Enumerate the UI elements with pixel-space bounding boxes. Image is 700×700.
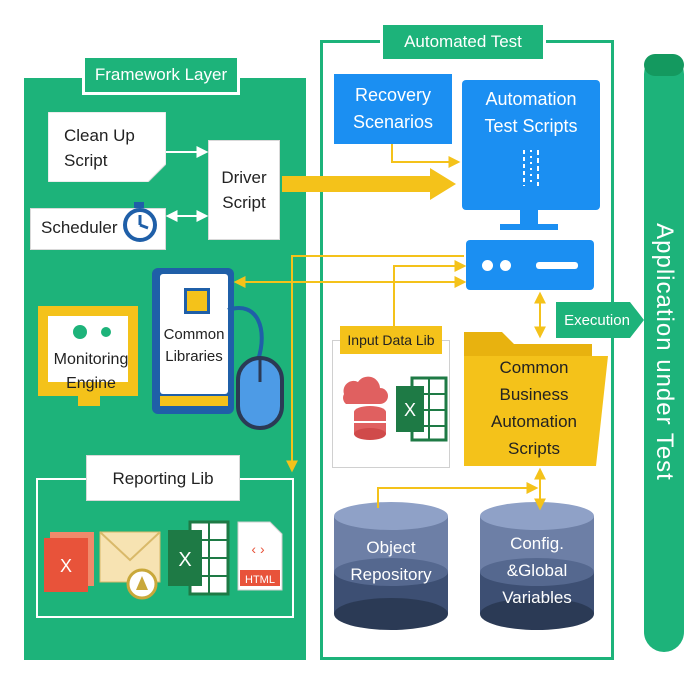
automation-test-scripts-box: Automation Test Scripts — [462, 80, 600, 210]
aut-label: Application under Test — [651, 223, 678, 481]
automation-label-1: Automation — [485, 89, 577, 109]
html-file-label: HTML — [245, 574, 275, 586]
excel-green-letter: X — [178, 549, 191, 571]
excel-input-letter: X — [404, 400, 416, 420]
monitoring-label-2: Engine — [66, 375, 116, 392]
monitor-base — [500, 224, 558, 230]
excel-input-icon: X — [396, 376, 448, 442]
recovery-label-1: Recovery — [354, 85, 432, 105]
common-libraries-book: Common Libraries — [152, 268, 234, 414]
config-label-2: &Global — [506, 561, 568, 580]
common-libraries-label-2: Libraries — [165, 348, 223, 365]
object-repo-label-1: Object — [366, 538, 416, 557]
html-code-glyph: ‹ › — [251, 541, 265, 557]
config-variables-db — [480, 502, 594, 630]
monitor-stand — [520, 210, 538, 226]
object-repo-label-2: Repository — [350, 565, 432, 584]
driver-script-label-1: Driver — [221, 168, 267, 187]
scheduler-box: Scheduler — [30, 208, 166, 250]
server-icon — [466, 240, 594, 290]
input-data-lib-title: Input Data Lib — [340, 326, 442, 354]
business-label-1: Common — [499, 358, 569, 377]
automation-label-2: Test Scripts — [484, 116, 578, 136]
reporting-lib-label: Reporting Lib — [112, 468, 214, 488]
recovery-scenarios-box: Recovery Scenarios — [334, 74, 452, 144]
business-label-2: Business — [499, 385, 569, 404]
test-suite-title: Automated Test Suite — [380, 22, 546, 85]
html-file-icon: ‹ › HTML — [237, 521, 283, 591]
monitor-icon — [38, 306, 138, 406]
framework-layer-title: Framework Layer — [82, 55, 240, 95]
book-label-icon — [184, 288, 210, 314]
cleanup-script-shape — [48, 112, 166, 182]
config-label-1: Config. — [510, 534, 564, 553]
config-label-3: Variables — [502, 588, 572, 607]
mouse-icon — [227, 306, 284, 430]
reporting-lib-title: Reporting Lib — [86, 455, 240, 501]
business-scripts-folder — [464, 332, 608, 466]
recovery-label-2: Scenarios — [352, 112, 434, 132]
execution-label: Execution — [564, 311, 630, 329]
common-libraries-label-1: Common — [163, 326, 225, 343]
cleanup-script-label-2: Script — [64, 151, 108, 170]
code-file-icon — [523, 150, 539, 186]
database-cloud-icon — [343, 376, 388, 440]
envelope-icon — [99, 531, 161, 600]
aut-bar — [644, 54, 684, 652]
cleanup-script-box: Clean Up Script — [48, 112, 166, 182]
driver-script-label-2: Script — [222, 193, 266, 212]
stopwatch-icon — [123, 202, 157, 242]
excel-red-icon: X — [44, 532, 94, 592]
scheduler-label: Scheduler — [41, 218, 118, 237]
aut-bar-top — [644, 54, 684, 76]
monitoring-label-1: Monitoring — [53, 351, 129, 368]
excel-red-letter: X — [60, 556, 72, 576]
business-label-3: Automation — [491, 412, 577, 431]
input-data-lib-label: Input Data Lib — [347, 332, 435, 348]
driver-script-box: Driver Script — [208, 140, 280, 240]
business-label-4: Scripts — [508, 439, 560, 458]
execution-arrow — [556, 302, 644, 338]
excel-green-icon: X — [168, 520, 230, 596]
cleanup-script-label-1: Clean Up — [64, 126, 135, 145]
object-repository-db — [334, 502, 448, 630]
